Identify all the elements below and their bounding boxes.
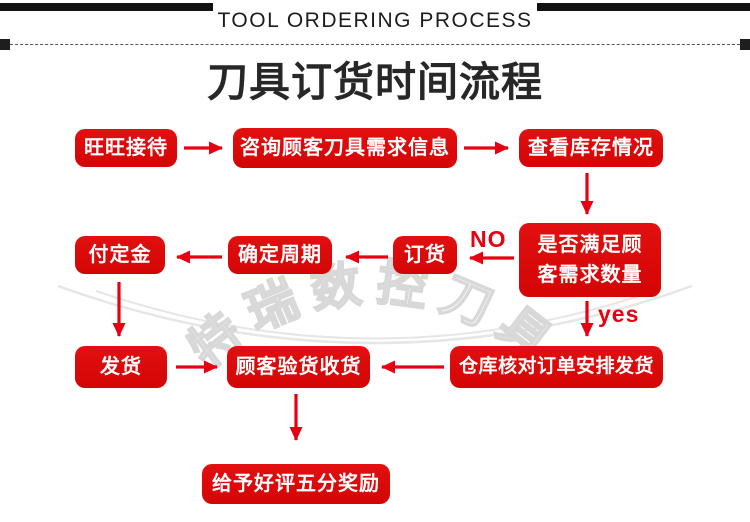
watermark-arc-outer [57,284,693,345]
node-check-stock: 查看库存情况 [519,129,663,167]
node-customer-inspect: 顾客验货收货 [227,346,370,388]
divider-end-square-left [0,39,10,50]
branch-label-yes: yes [598,301,640,327]
branch-label-no: NO [470,226,507,252]
node-confirm-leadtime: 确定周期 [228,236,332,274]
dotted-divider [0,44,750,45]
header-bar-right [537,3,750,11]
node-place-order: 订货 [393,236,457,274]
node-pay-deposit: 付定金 [75,236,165,274]
header-subtitle: TOOL ORDERING PROCESS [217,9,533,32]
node-stock-sufficient: 是否满足顾客需求数量 [519,223,661,297]
watermark-arc-inner [95,290,655,340]
node-consult-needs: 咨询顾客刀具需求信息 [233,128,457,168]
divider-end-square-right [740,39,750,50]
header-bar-left [0,3,213,11]
flow-arrows [112,141,594,441]
node-five-star-reward: 给予好评五分奖励 [202,464,390,504]
node-wangwang-reception: 旺旺接待 [75,129,177,167]
page-title: 刀具订货时间流程 [207,59,543,105]
node-warehouse-arrange: 仓库核对订单安排发货 [450,346,663,388]
node-ship-goods: 发货 [75,346,167,388]
